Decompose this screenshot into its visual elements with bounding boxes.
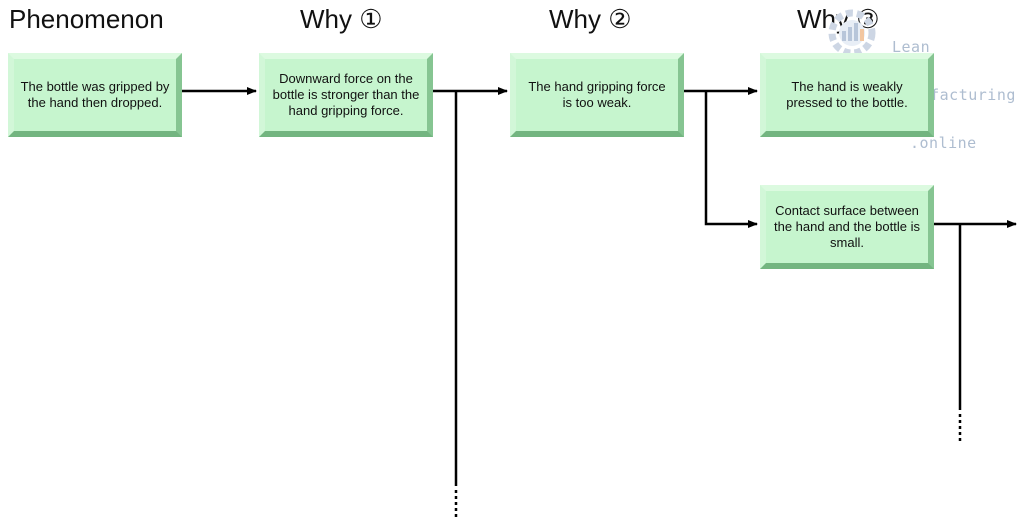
- box-why2: The hand gripping force is too weak.: [510, 53, 684, 137]
- box-why3b-text: Contact surface between the hand and the…: [773, 203, 920, 250]
- heading-why-1: Why ①: [300, 4, 383, 34]
- lean-manufacturing-logo: Lean Manufacturing .online: [820, 3, 1024, 151]
- box-why3b: Contact surface between the hand and the…: [760, 185, 934, 269]
- box-why3a-text: The hand is weakly pressed to the bottle…: [786, 79, 908, 110]
- gear-chart-icon: [828, 9, 876, 57]
- box-why2-text: The hand gripping force is too weak.: [528, 79, 666, 110]
- watermark-line-3: .online: [910, 134, 977, 152]
- heading-phenomenon: Phenomenon: [9, 4, 164, 34]
- box-why1-text: Downward force on the bottle is stronger…: [272, 71, 420, 118]
- box-phenomenon-text: The bottle was gripped by the hand then …: [20, 79, 170, 110]
- box-why3a: The hand is weakly pressed to the bottle…: [760, 53, 934, 137]
- branch-why2-to-why3b: [704, 91, 758, 228]
- heading-why-2: Why ②: [549, 4, 632, 34]
- box-why1: Downward force on the bottle is stronger…: [259, 53, 433, 137]
- box-phenomenon: The bottle was gripped by the hand then …: [8, 53, 182, 137]
- watermark-line-1: Lean: [892, 38, 931, 56]
